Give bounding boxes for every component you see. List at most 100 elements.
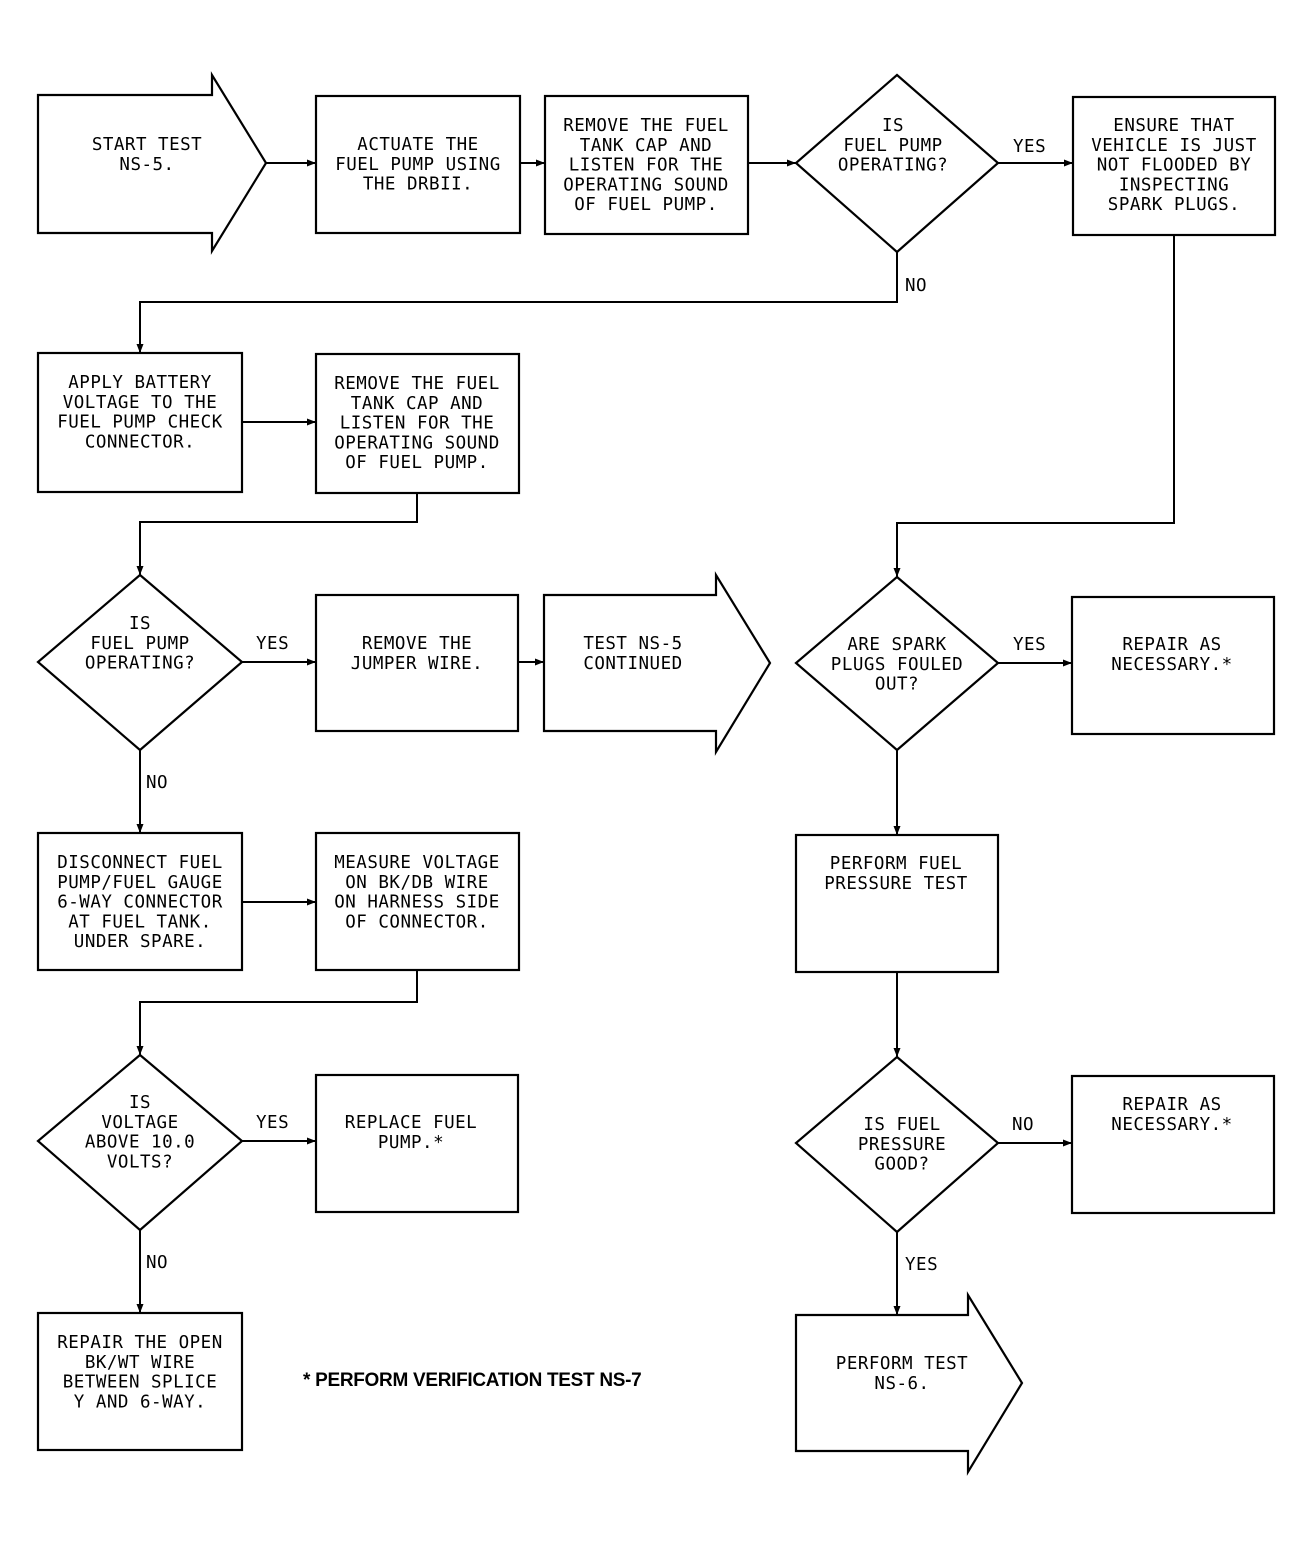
repair-text-1-line: NECESSARY.*: [1111, 655, 1232, 675]
disconnect-box: [36, 831, 244, 972]
spark-fouled-text-line: PLUGS FOULED: [831, 655, 963, 675]
start-test-text-line: NS-5.: [119, 155, 174, 175]
voltage-above-text-line: IS: [129, 1093, 151, 1113]
test-continued-text-line: CONTINUED: [583, 654, 682, 674]
no-label-pump-2: NO: [146, 773, 168, 793]
no-label-voltage: NO: [146, 1253, 168, 1273]
remove-jumper-text-line: REMOVE THE: [362, 634, 472, 654]
pressure-good-text-line: IS FUEL: [863, 1115, 940, 1135]
actuate-pump-text-line: THE DRBII.: [363, 175, 473, 195]
repair-box-1: [1070, 595, 1276, 736]
apply-battery-text-line: CONNECTOR.: [85, 432, 195, 452]
start-test-arrow: [36, 71, 268, 255]
remove-cap-text-2-line: OPERATING SOUND: [334, 433, 500, 453]
repair-open-text-line: REPAIR THE OPEN: [57, 1333, 223, 1353]
test-continued-arrow: [542, 571, 772, 756]
remove-cap-text-2-line: TANK CAP AND: [351, 394, 483, 414]
apply-battery-text-line: VOLTAGE TO THE: [63, 393, 218, 413]
pump-operating-text-1-line: FUEL PUMP: [843, 136, 942, 156]
pump-operating-text-1-line: OPERATING?: [838, 156, 948, 176]
replace-pump-text-line: PUMP.*: [378, 1133, 444, 1153]
voltage-above-text-line: VOLTS?: [107, 1152, 173, 1172]
no-label-pressure: NO: [1012, 1115, 1034, 1135]
voltage-above-text-line: ABOVE 10.0: [85, 1133, 195, 1153]
no-label-pump-1: NO: [905, 276, 927, 296]
ensure-not-flooded-text-line: SPARK PLUGS.: [1108, 195, 1240, 215]
actuate-pump-box: [314, 94, 522, 235]
remove-cap-text-1-line: OPERATING SOUND: [563, 175, 729, 195]
spark-fouled-text-line: OUT?: [875, 675, 919, 695]
pump-operating-text-1-line: IS: [882, 116, 904, 136]
test-continued-text-line: TEST NS-5: [583, 634, 682, 654]
measure-voltage-text-line: MEASURE VOLTAGE: [334, 853, 500, 873]
remove-cap-text-2-line: OF FUEL PUMP.: [345, 453, 488, 473]
ensure-not-flooded-text-line: ENSURE THAT: [1113, 116, 1234, 136]
footnote-text: * PERFORM VERIFICATION TEST NS-7: [303, 1370, 641, 1391]
measure-voltage-text-line: ON BK/DB WIRE: [345, 873, 488, 893]
remove-cap-box-1: [543, 94, 750, 236]
apply-battery-text-line: APPLY BATTERY: [68, 373, 211, 393]
pump-operating-text-2-line: OPERATING?: [85, 654, 195, 674]
remove-cap-text-1-line: TANK CAP AND: [580, 136, 712, 156]
repair-open-text-line: Y AND 6-WAY.: [74, 1392, 206, 1412]
connector-measure-to-voltage: [136, 970, 418, 1055]
replace-pump-text-line: REPLACE FUEL: [345, 1113, 477, 1133]
yes-label-pump-1: YES: [1013, 137, 1046, 157]
perform-ns6-arrow: [794, 1291, 1024, 1476]
disconnect-text-line: DISCONNECT FUEL: [57, 853, 223, 873]
ensure-not-flooded-text-line: INSPECTING: [1119, 175, 1229, 195]
remove-cap-text-1-line: REMOVE THE FUEL: [563, 116, 729, 136]
remove-jumper-box: [314, 593, 520, 733]
voltage-above-text-line: VOLTAGE: [101, 1113, 178, 1133]
remove-cap-text-1-line: OF FUEL PUMP.: [574, 195, 717, 215]
disconnect-text-line: 6-WAY CONNECTOR: [57, 893, 223, 913]
perform-ns6-text-line: NS-6.: [874, 1374, 929, 1394]
measure-voltage-text-line: ON HARNESS SIDE: [334, 893, 500, 913]
measure-voltage-text-line: OF CONNECTOR.: [345, 912, 488, 932]
pressure-good-text-line: GOOD?: [874, 1155, 929, 1175]
yes-label-voltage: YES: [256, 1113, 289, 1133]
yes-label-pump-2: YES: [256, 634, 289, 654]
yes-label-spark: YES: [1013, 635, 1046, 655]
actuate-pump-text-line: FUEL PUMP USING: [335, 155, 501, 175]
repair-text-1-line: REPAIR AS: [1122, 635, 1221, 655]
ensure-not-flooded-text-line: VEHICLE IS JUST: [1091, 136, 1257, 156]
remove-cap-text-2-line: LISTEN FOR THE: [340, 414, 495, 434]
actuate-pump-text-line: ACTUATE THE: [357, 135, 478, 155]
repair-box-2: [1070, 1074, 1276, 1215]
disconnect-text-line: UNDER SPARE.: [74, 932, 206, 952]
pressure-good-text-line: PRESSURE: [858, 1135, 946, 1155]
pump-operating-text-2-line: IS: [129, 614, 151, 634]
remove-cap-text-2-line: REMOVE THE FUEL: [334, 374, 500, 394]
fuel-pressure-test-text-line: PERFORM FUEL: [830, 854, 962, 874]
remove-cap-text-1-line: LISTEN FOR THE: [569, 156, 724, 176]
remove-jumper-text-line: JUMPER WIRE.: [351, 654, 483, 674]
connector-ensure-to-spark: [893, 235, 1175, 577]
disconnect-text-line: AT FUEL TANK.: [68, 912, 211, 932]
pump-operating-text-2-line: FUEL PUMP: [90, 634, 189, 654]
fuel-pressure-test-box: [794, 833, 1000, 974]
repair-open-text-line: BETWEEN SPLICE: [63, 1373, 218, 1393]
start-test-text-line: START TEST: [92, 135, 202, 155]
perform-ns6-text-line: PERFORM TEST: [836, 1354, 968, 1374]
connector-remove-to-decision-2: [136, 493, 418, 575]
repair-open-text-line: BK/WT WIRE: [85, 1353, 195, 1373]
